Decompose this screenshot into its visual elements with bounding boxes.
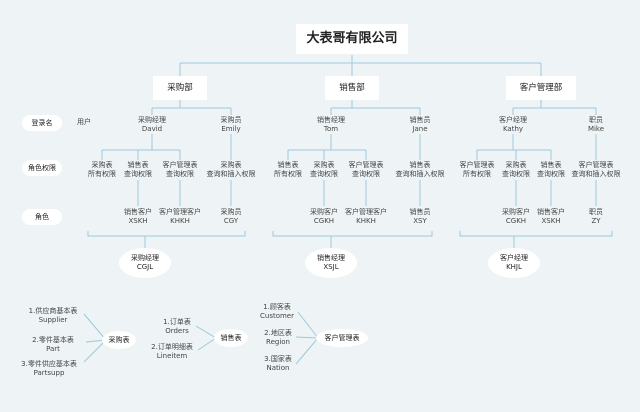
- table-oval-purchase: 采购表: [102, 331, 136, 349]
- perm-item: 采购表查询权限: [502, 161, 530, 178]
- row-label-user: 用户: [77, 118, 91, 126]
- row-label-perm: 角色权限: [22, 160, 62, 176]
- perm-item: 采购表查询和插入权限: [206, 161, 256, 178]
- dept-purchase: 采购部: [153, 76, 207, 100]
- perm-item: 采购表查询权限: [310, 161, 338, 178]
- perm-item: 销售表查询和插入权限: [395, 161, 445, 178]
- perm-item: 销售表所有权限: [274, 161, 302, 178]
- company-title: 大表哥有限公司: [296, 24, 408, 54]
- perm-item: 销售表查询权限: [537, 161, 565, 178]
- dept-sales: 销售部: [325, 76, 379, 100]
- perm-item: 采购表所有权限: [88, 161, 116, 178]
- perm-item: 客户管理表查询和插入权限: [571, 161, 621, 178]
- row-label-login: 登录名: [22, 115, 62, 131]
- table-oval-customer: 客户管理表: [316, 329, 368, 347]
- table-oval-sales: 销售表: [214, 329, 248, 347]
- perm-item: 销售表查询权限: [124, 161, 152, 178]
- perm-item: 客户管理表所有权限: [459, 161, 495, 178]
- row-label-role: 角色: [22, 209, 62, 225]
- perm-item: 客户管理表查询权限: [162, 161, 198, 178]
- dept-customer-mgmt: 客户管理部: [506, 76, 576, 100]
- perm-item: 客户管理表查询权限: [348, 161, 384, 178]
